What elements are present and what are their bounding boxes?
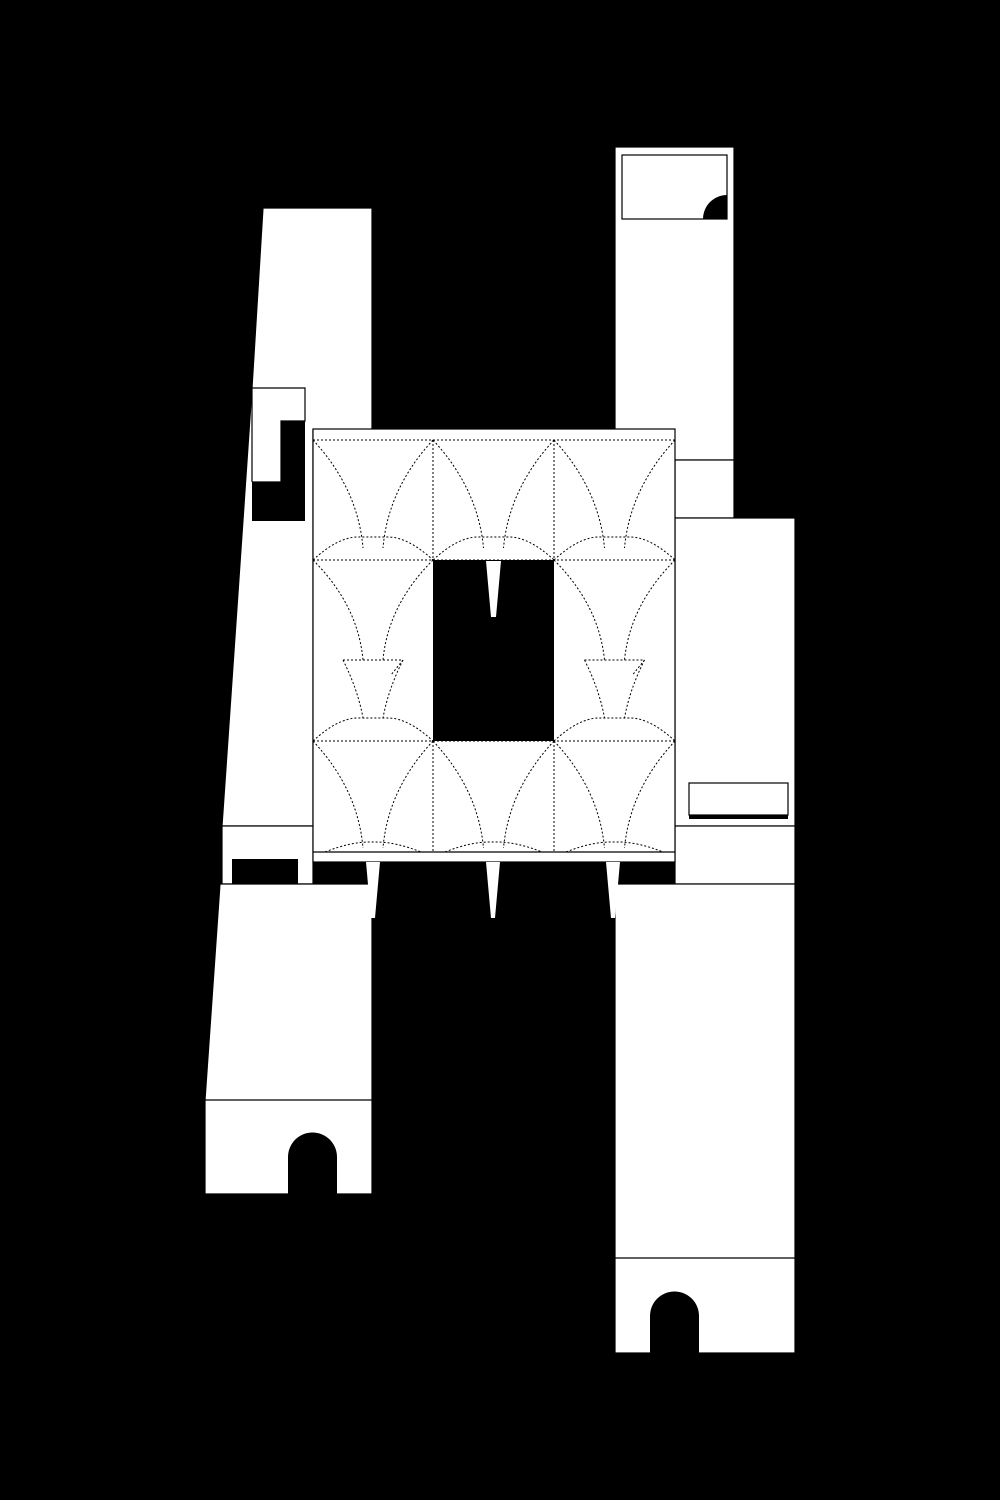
right-middle-slot: [688, 782, 789, 816]
bottom-spike: [606, 862, 620, 918]
dotted-pattern: [312, 439, 676, 853]
dotted-arc: [312, 740, 364, 849]
dotted-arc: [382, 740, 434, 849]
right-tower-neck: [674, 459, 735, 519]
right-middle-slot-shadow: [689, 815, 788, 819]
bottom-spike: [366, 862, 380, 918]
right-middle-block: [674, 517, 796, 827]
central-void-spike: [486, 561, 501, 617]
dotted-cap: [565, 841, 664, 853]
dotted-arc: [553, 559, 605, 661]
dotted-arc: [624, 439, 676, 549]
central-patterned-panel: [312, 428, 676, 918]
right-door-arch: [650, 1291, 699, 1353]
bottom-spikes: [366, 862, 620, 918]
left-door-arch: [288, 1132, 337, 1194]
right-lower-block: [614, 883, 796, 1354]
bottom-spike: [486, 862, 500, 918]
dotted-arc: [312, 439, 364, 549]
dotted-arc: [342, 659, 364, 719]
left-plinth-opening: [232, 859, 298, 884]
dotted-arc: [503, 439, 555, 549]
dotted-arc: [382, 439, 434, 549]
right-plinth: [674, 825, 796, 885]
dotted-arc: [553, 439, 605, 549]
left-bracket-void-lower: [252, 482, 305, 521]
dotted-arc: [382, 559, 434, 661]
right-tower: [614, 146, 796, 1354]
dotted-arc: [584, 659, 605, 719]
dotted-cap: [444, 841, 543, 853]
dotted-arc: [432, 439, 484, 549]
dotted-arc: [624, 659, 645, 719]
dotted-arc: [624, 559, 676, 661]
left-lower-block: [204, 883, 373, 1195]
dotted-cap: [324, 841, 422, 853]
right-tower-quarter-circle: [703, 195, 727, 219]
left-tower: [204, 207, 373, 1195]
left-bracket-outline: [251, 387, 306, 483]
dotted-arc: [382, 659, 404, 719]
dotted-arc: [312, 559, 364, 661]
